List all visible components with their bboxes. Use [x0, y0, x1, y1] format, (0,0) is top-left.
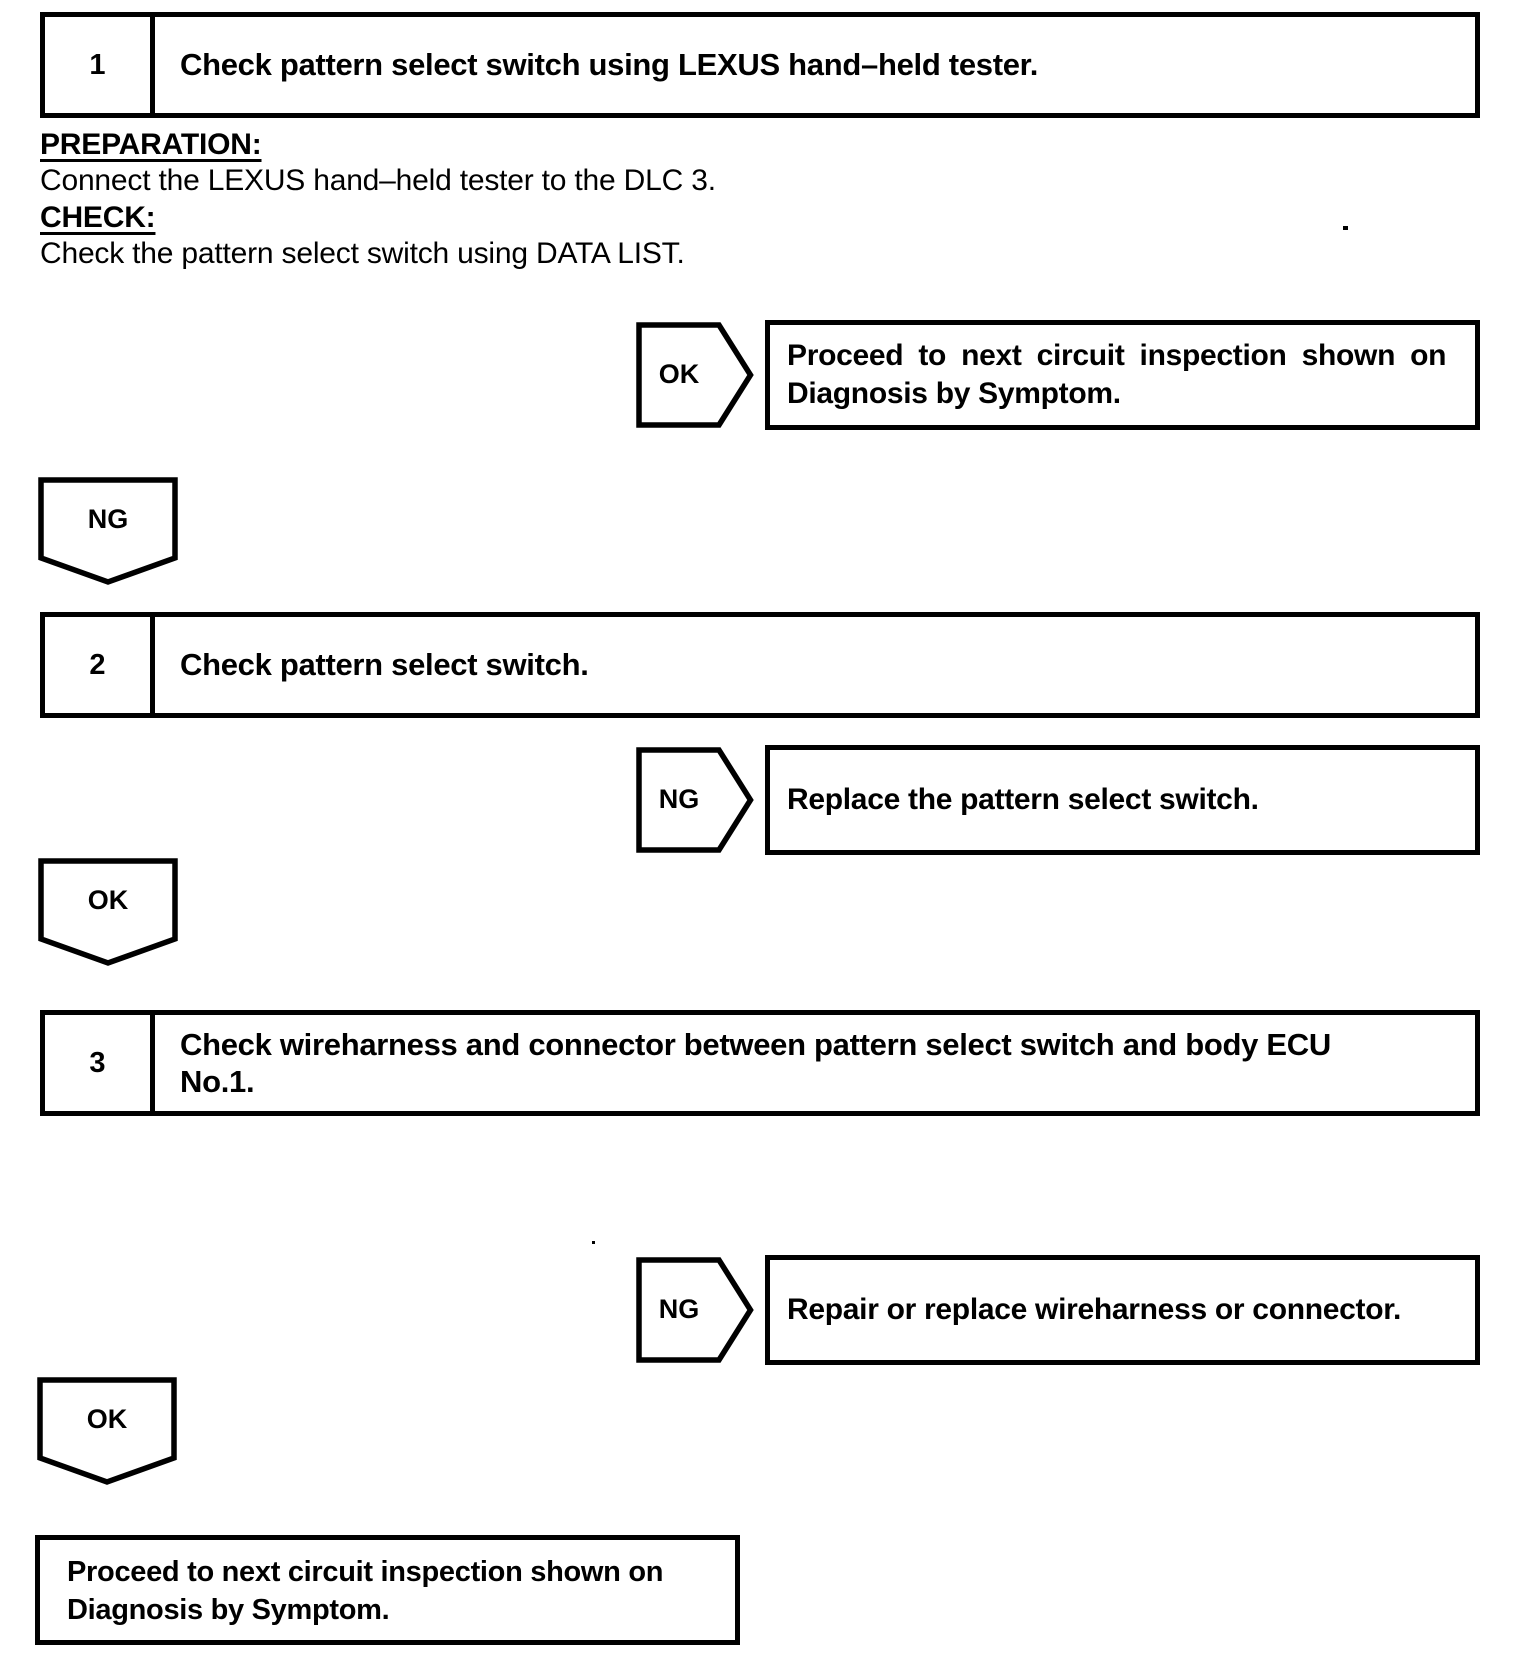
end-result-box: Proceed to next circuit inspection shown… — [35, 1535, 740, 1645]
ng-branch-arrow-step3-label: NG — [658, 1293, 700, 1324]
step-2-title-text: Check pattern select switch. — [180, 647, 589, 682]
ng-branch-result-box-step3: Repair or replace wireharness or connect… — [765, 1255, 1480, 1365]
step-1-box: 1 Check pattern select switch using LEXU… — [40, 12, 1480, 118]
preparation-text: Connect the LEXUS hand–held tester to th… — [40, 164, 716, 197]
ok-branch-result-box: Proceed to next circuit inspection shown… — [765, 320, 1480, 430]
ng-branch-result-box-step2: Replace the pattern select switch. — [765, 745, 1480, 855]
step-3-title: Check wireharness and connector between … — [155, 1015, 1475, 1111]
result-line: Replace the pattern select switch. — [787, 783, 1259, 816]
step-3-title-line2: No.1. — [180, 1064, 255, 1099]
right-arrow-pentagon-shape — [636, 322, 754, 428]
step-3-number: 3 — [45, 1015, 155, 1111]
result-line: Proceed to next circuit inspection shown… — [787, 339, 1447, 372]
ok-branch-arrow: OK — [636, 322, 754, 428]
step-3-title-line1: Check wireharness and connector between … — [180, 1027, 1331, 1062]
result-line: Diagnosis by Symptom. — [787, 377, 1121, 410]
ok-branch-arrow-label: OK — [658, 358, 700, 389]
step-2-box: 2 Check pattern select switch. — [40, 612, 1480, 718]
ok-down-connector-2: OK — [37, 1377, 177, 1485]
step-3-box: 3 Check wireharness and connector betwee… — [40, 1010, 1480, 1116]
ok-down-connector-1: OK — [38, 858, 178, 966]
end-box-line2: Diagnosis by Symptom. — [67, 1594, 390, 1626]
right-arrow-pentagon-shape — [636, 1257, 754, 1363]
step-2-number: 2 — [45, 617, 155, 713]
down-arrow-pentagon-shape — [37, 1377, 177, 1485]
scan-speck — [1343, 226, 1348, 230]
step-1-number: 1 — [45, 17, 155, 113]
step-2-title: Check pattern select switch. — [155, 617, 1475, 713]
ng-down-connector-label: NG — [87, 503, 129, 534]
down-arrow-pentagon-shape — [38, 858, 178, 966]
preparation-label: PREPARATION: — [40, 128, 262, 161]
ng-branch-arrow-step2-label: NG — [658, 783, 700, 814]
ng-branch-arrow-step3: NG — [636, 1257, 754, 1363]
result-line: Repair or replace wireharness or connect… — [787, 1293, 1402, 1326]
ok-down-connector-2-label: OK — [86, 1403, 128, 1434]
check-label: CHECK: — [40, 201, 156, 234]
check-text: Check the pattern select switch using DA… — [40, 237, 685, 270]
ng-branch-arrow-step2: NG — [636, 747, 754, 853]
scan-speck — [592, 1241, 595, 1244]
step-1-title-text: Check pattern select switch using LEXUS … — [180, 47, 1039, 82]
right-arrow-pentagon-shape — [636, 747, 754, 853]
step-1-title: Check pattern select switch using LEXUS … — [155, 17, 1475, 113]
ng-down-connector: NG — [38, 477, 178, 585]
down-arrow-pentagon-shape — [38, 477, 178, 585]
ok-down-connector-1-label: OK — [87, 884, 129, 915]
end-box-line1: Proceed to next circuit inspection shown… — [67, 1556, 664, 1588]
